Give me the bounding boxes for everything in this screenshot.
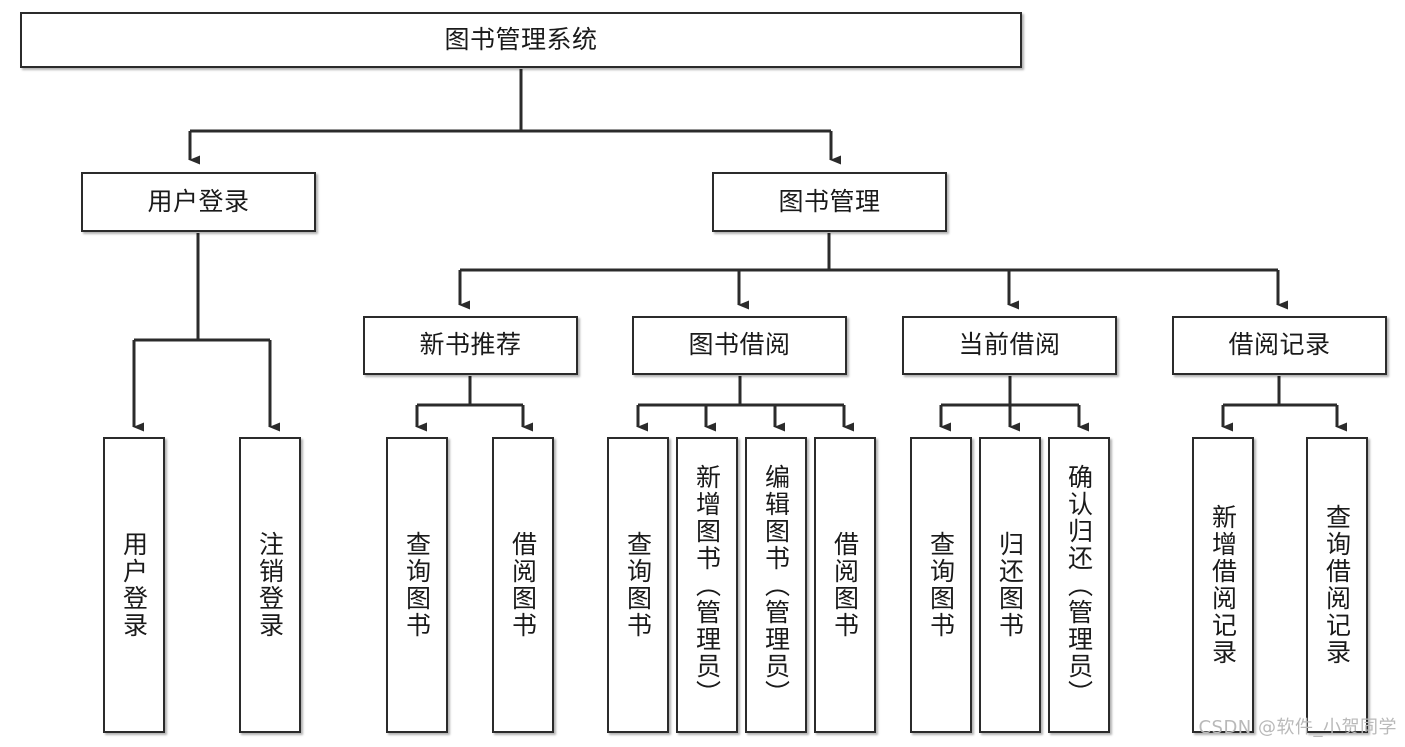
node-label: 查询图书 [926,531,956,639]
node-user-login[interactable]: 用户登录 [81,172,316,232]
node-current-borrow[interactable]: 当前借阅 [902,316,1117,375]
node-new-book-recommend[interactable]: 新书推荐 [363,316,578,375]
node-leaf-query-borrow-record[interactable]: 查询借阅记录 [1306,437,1368,733]
node-leaf-add-book-admin[interactable]: 新增图书（管理员） [676,437,738,733]
node-leaf-add-borrow-record[interactable]: 新增借阅记录 [1192,437,1254,733]
node-leaf-logout[interactable]: 注销登录 [239,437,301,733]
node-label: 新增图书（管理员） [692,463,722,707]
node-label: 当前借阅 [958,330,1061,360]
node-leaf-edit-book-admin[interactable]: 编辑图书（管理员） [745,437,807,733]
node-label: 查询借阅记录 [1322,504,1352,666]
node-borrow-record[interactable]: 借阅记录 [1172,316,1387,375]
node-leaf-borrow-book-nb[interactable]: 借阅图书 [492,437,554,733]
node-label: 图书管理系统 [444,24,598,54]
node-leaf-query-book-cb[interactable]: 查询图书 [910,437,972,733]
node-book-borrow[interactable]: 图书借阅 [632,316,847,375]
node-leaf-borrow-book-bb[interactable]: 借阅图书 [814,437,876,733]
node-leaf-return-book[interactable]: 归还图书 [979,437,1041,733]
node-label: 图书借阅 [688,330,791,360]
node-label: 确认归还（管理员） [1064,463,1094,707]
node-label: 借阅图书 [830,531,860,639]
node-label: 查询图书 [623,531,653,639]
node-leaf-user-login[interactable]: 用户登录 [103,437,165,733]
node-label: 借阅图书 [508,531,538,639]
node-label: 新增借阅记录 [1208,504,1238,666]
node-label: 借阅记录 [1228,330,1331,360]
node-label: 用户登录 [119,531,149,639]
node-label: 查询图书 [402,531,432,639]
node-label: 归还图书 [995,531,1025,639]
node-book-management[interactable]: 图书管理 [712,172,947,232]
node-label: 新书推荐 [419,330,522,360]
node-label: 注销登录 [255,531,285,639]
node-leaf-query-book-bb[interactable]: 查询图书 [607,437,669,733]
node-root-system[interactable]: 图书管理系统 [20,12,1022,68]
node-leaf-query-book-nb[interactable]: 查询图书 [386,437,448,733]
node-label: 编辑图书（管理员） [761,463,791,707]
node-label: 用户登录 [147,186,250,216]
node-leaf-confirm-return-admin[interactable]: 确认归还（管理员） [1048,437,1110,733]
node-label: 图书管理 [778,186,881,216]
